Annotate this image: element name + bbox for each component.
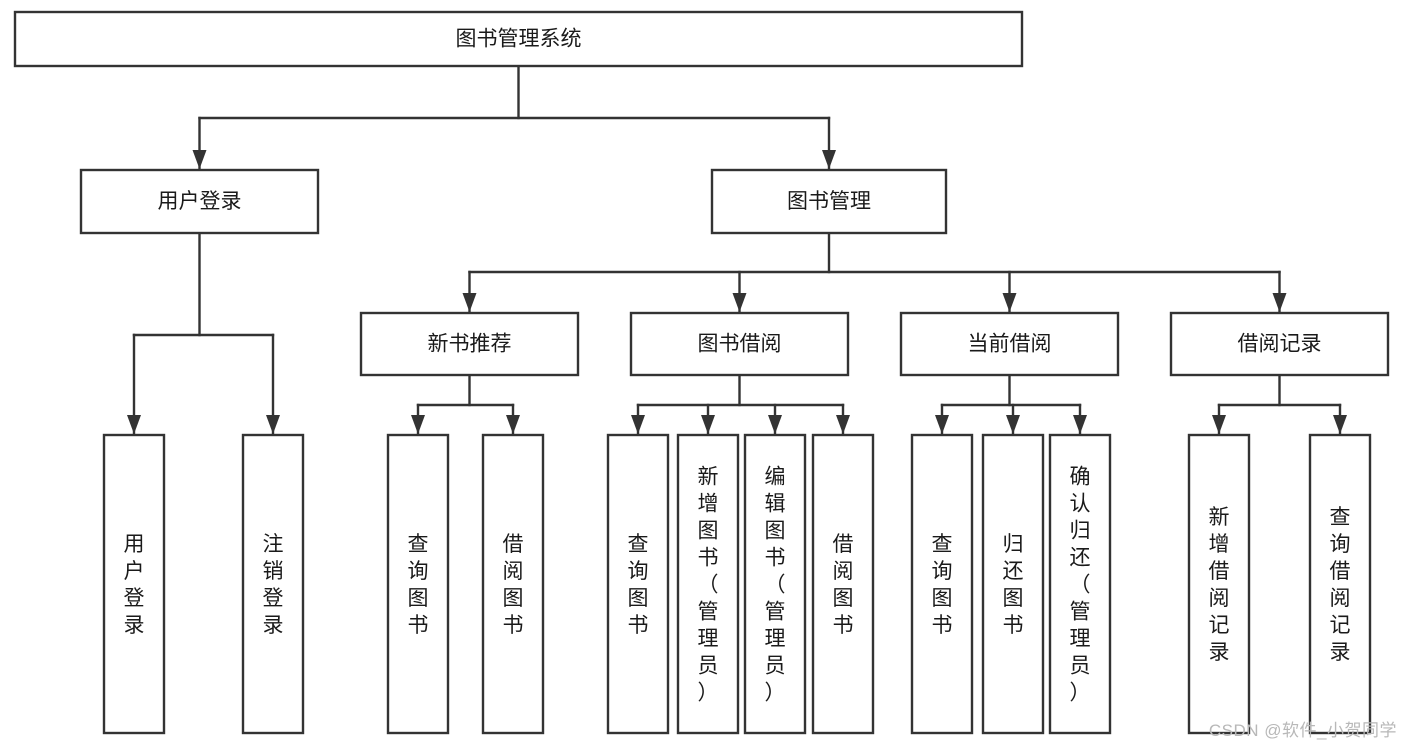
- node-user-login-do[interactable]: 用户登录: [102, 433, 166, 735]
- arrow-head-icon: [411, 415, 425, 434]
- node-label-borrow-book-1: 借阅图书: [503, 533, 524, 637]
- node-current-borrow[interactable]: 当前借阅: [899, 311, 1120, 377]
- arrow-head-icon: [462, 293, 477, 312]
- node-box-borrow-record[interactable]: [1169, 311, 1390, 377]
- node-book-manage[interactable]: 图书管理: [710, 168, 948, 235]
- node-label-new-book-recommend: 新书推荐: [428, 333, 512, 356]
- node-confirm-return-admin[interactable]: 确认归还（管理员）: [1048, 433, 1112, 735]
- node-label-user-login: 用户登录: [158, 190, 242, 213]
- node-boxes-layer: 图书管理系统用户登录图书管理新书推荐图书借阅当前借阅借阅记录用户登录注销登录查询…: [13, 10, 1390, 735]
- node-query-book-1[interactable]: 查询图书: [386, 433, 450, 735]
- node-label-add-borrow-record: 新增借阅记录: [1209, 506, 1230, 664]
- node-box-query-borrow-record[interactable]: [1308, 433, 1372, 735]
- node-label-root: 图书管理系统: [456, 28, 582, 51]
- node-box-add-borrow-record[interactable]: [1187, 433, 1251, 735]
- arrow-head-icon: [701, 415, 715, 434]
- arrow-head-icon: [768, 415, 782, 434]
- connector-lines-layer: [127, 64, 1347, 436]
- node-label-query-book-2: 查询图书: [628, 533, 649, 637]
- node-box-query-book-3[interactable]: [910, 433, 974, 735]
- node-box-user-login[interactable]: [79, 168, 320, 235]
- node-new-book-recommend[interactable]: 新书推荐: [359, 311, 580, 377]
- node-box-user-login-do[interactable]: [102, 433, 166, 735]
- node-root[interactable]: 图书管理系统: [13, 10, 1024, 68]
- arrow-head-icon: [631, 415, 645, 434]
- node-borrow-book-1[interactable]: 借阅图书: [481, 433, 545, 735]
- arrow-head-icon: [506, 415, 520, 434]
- node-box-query-book-2[interactable]: [606, 433, 670, 735]
- node-book-borrow[interactable]: 图书借阅: [629, 311, 850, 377]
- node-label-add-book-admin: 新增图书（管理员）: [698, 466, 719, 705]
- node-label-edit-book-admin: 编辑图书（管理员）: [765, 466, 786, 705]
- node-box-current-borrow[interactable]: [899, 311, 1120, 377]
- node-borrow-record[interactable]: 借阅记录: [1169, 311, 1390, 377]
- node-query-borrow-record[interactable]: 查询借阅记录: [1308, 433, 1372, 735]
- arrow-head-icon: [127, 415, 141, 434]
- node-user-logout[interactable]: 注销登录: [241, 433, 305, 735]
- node-box-query-book-1[interactable]: [386, 433, 450, 735]
- node-label-current-borrow: 当前借阅: [968, 333, 1052, 356]
- node-box-borrow-book-2[interactable]: [811, 433, 875, 735]
- node-label-query-book-1: 查询图书: [408, 533, 429, 637]
- arrow-head-icon: [732, 293, 747, 312]
- arrow-head-icon: [1006, 415, 1020, 434]
- arrow-head-icon: [836, 415, 850, 434]
- arrow-head-icon: [192, 150, 207, 169]
- node-box-book-manage[interactable]: [710, 168, 948, 235]
- node-query-book-2[interactable]: 查询图书: [606, 433, 670, 735]
- arrow-head-icon: [1002, 293, 1017, 312]
- node-add-book-admin[interactable]: 新增图书（管理员）: [676, 433, 740, 735]
- node-box-confirm-return-admin[interactable]: [1048, 433, 1112, 735]
- arrow-head-icon: [1073, 415, 1087, 434]
- node-box-return-book[interactable]: [981, 433, 1045, 735]
- arrow-head-icon: [935, 415, 949, 434]
- node-label-borrow-book-2: 借阅图书: [833, 533, 854, 637]
- node-box-edit-book-admin[interactable]: [743, 433, 807, 735]
- node-label-book-manage: 图书管理: [787, 190, 871, 213]
- node-box-user-logout[interactable]: [241, 433, 305, 735]
- arrow-head-icon: [822, 150, 836, 169]
- arrow-head-icon: [1333, 415, 1347, 434]
- node-query-book-3[interactable]: 查询图书: [910, 433, 974, 735]
- arrow-head-icon: [266, 415, 280, 434]
- arrow-head-icon: [1272, 293, 1287, 312]
- node-return-book[interactable]: 归还图书: [981, 433, 1045, 735]
- arrow-head-icon: [1212, 415, 1226, 434]
- node-label-book-borrow: 图书借阅: [698, 333, 782, 356]
- node-box-borrow-book-1[interactable]: [481, 433, 545, 735]
- node-label-query-borrow-record: 查询借阅记录: [1330, 506, 1351, 664]
- node-edit-book-admin[interactable]: 编辑图书（管理员）: [743, 433, 807, 735]
- node-label-confirm-return-admin: 确认归还（管理员）: [1070, 466, 1091, 705]
- node-add-borrow-record[interactable]: 新增借阅记录: [1187, 433, 1251, 735]
- node-box-book-borrow[interactable]: [629, 311, 850, 377]
- node-user-login[interactable]: 用户登录: [79, 168, 320, 235]
- node-label-query-book-3: 查询图书: [932, 533, 953, 637]
- node-box-root[interactable]: [13, 10, 1024, 68]
- node-label-return-book: 归还图书: [1003, 533, 1024, 637]
- node-label-user-logout: 注销登录: [263, 533, 284, 637]
- node-label-borrow-record: 借阅记录: [1238, 333, 1322, 356]
- node-box-new-book-recommend[interactable]: [359, 311, 580, 377]
- node-label-user-login-do: 用户登录: [124, 533, 145, 637]
- node-borrow-book-2[interactable]: 借阅图书: [811, 433, 875, 735]
- node-box-add-book-admin[interactable]: [676, 433, 740, 735]
